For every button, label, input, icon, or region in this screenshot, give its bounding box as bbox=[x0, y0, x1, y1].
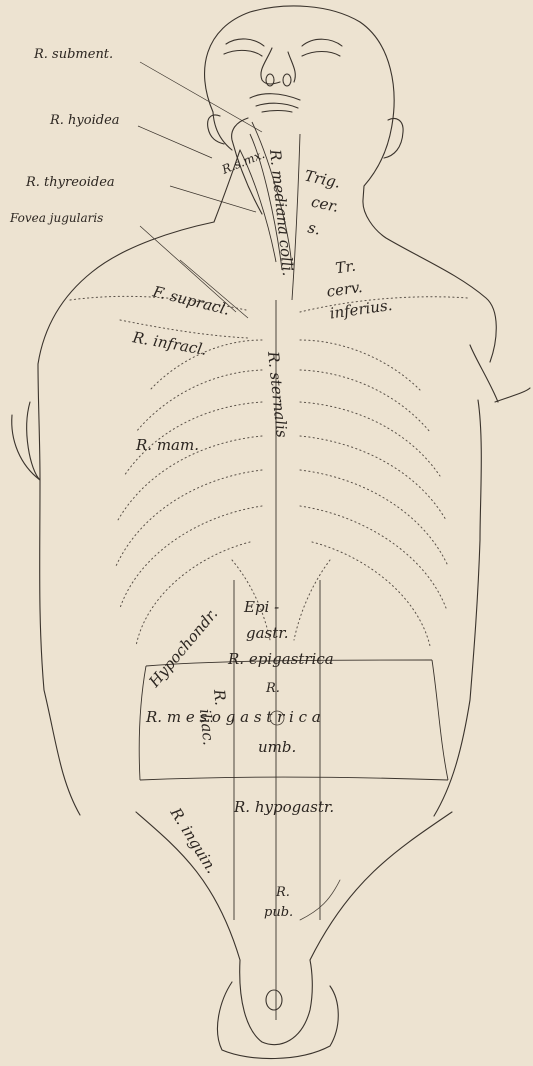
iliac-line-1: R. bbox=[210, 688, 230, 707]
label-mediana-colli: R. mediana colli. bbox=[266, 148, 297, 277]
iliac-line-2: iliac. bbox=[196, 708, 218, 746]
label-epigastrica: R. epigastrica bbox=[227, 650, 334, 668]
label-thyroid: R. thyreoidea bbox=[25, 175, 115, 190]
label-hyoid: R. hyoidea bbox=[49, 113, 120, 128]
label-hypogastr: R. hypogastr. bbox=[233, 798, 334, 816]
label-mammaria: R. mam. bbox=[135, 436, 199, 454]
label-umbilical: umb. bbox=[258, 738, 296, 756]
label-pub-line-1: R. bbox=[275, 885, 290, 900]
label-sternalis: R. sternalis bbox=[264, 350, 291, 439]
label-tr-cerv-inferius: Tr. cerv. inferius. bbox=[322, 252, 393, 322]
tr-line-3: inferius. bbox=[329, 296, 394, 323]
label-fossa-supraclav: F. supracl. bbox=[150, 282, 232, 319]
label-epigastr-line-1: Epi - bbox=[243, 598, 279, 616]
leader-lines bbox=[138, 62, 262, 318]
label-submental: R. subment. bbox=[33, 47, 113, 62]
face-features bbox=[224, 39, 342, 112]
label-jugular-fossa: Fovea jugularis bbox=[9, 211, 103, 225]
clavicles-dotted bbox=[70, 296, 468, 338]
label-infraclav: R. infracl. bbox=[130, 328, 208, 359]
label-pub-line-2: pub. bbox=[264, 905, 293, 920]
trig-line-3: s. bbox=[306, 218, 322, 238]
trig-line-1: Trig. bbox=[303, 167, 342, 192]
label-hypochondr: Hypochondr. bbox=[145, 605, 222, 692]
label-trig-cer-s: Trig. cer. s. bbox=[293, 167, 346, 242]
label-inguin: R. inguin. bbox=[166, 804, 221, 877]
label-r-above-umb: R. bbox=[265, 681, 280, 696]
label-mesogastrica: R. m e s o g a s t r i c a bbox=[145, 708, 321, 726]
groin-outline bbox=[136, 812, 452, 1059]
label-epigastr-line-2: gastr. bbox=[246, 624, 289, 642]
trig-line-2: cer. bbox=[310, 193, 341, 216]
tr-line-2: cerv. bbox=[325, 278, 363, 301]
tr-line-1: Tr. bbox=[334, 257, 357, 278]
